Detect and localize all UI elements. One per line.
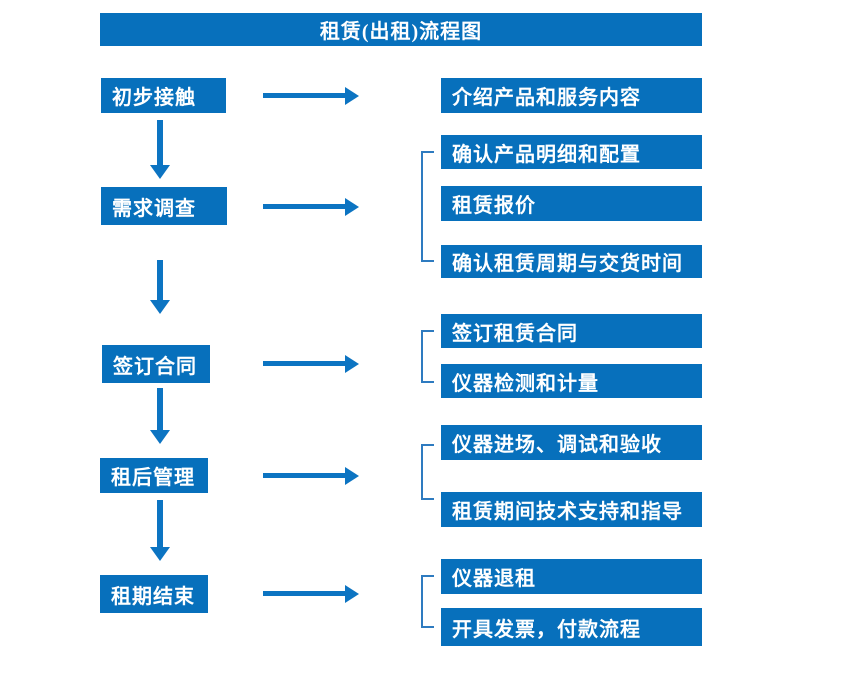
arrow-down-4 xyxy=(157,500,163,547)
bracket-rental-end-group xyxy=(421,575,434,628)
flowchart-title: 租赁(出租)流程图 xyxy=(100,13,702,46)
bracket-demand-survey-group xyxy=(421,151,434,262)
detail-box-instrument-setup-acceptance: 仪器进场、调试和验收 xyxy=(441,425,702,460)
arrow-right-2 xyxy=(263,204,345,209)
detail-box-confirm-product-details: 确认产品明细和配置 xyxy=(441,135,702,169)
arrow-right-1 xyxy=(263,93,345,98)
step-box-rental-end: 租期结束 xyxy=(100,575,208,613)
bracket-post-rental-group xyxy=(421,444,434,500)
bracket-sign-contract-group xyxy=(421,330,434,383)
arrow-right-4 xyxy=(263,473,345,478)
detail-box-introduce-products: 介绍产品和服务内容 xyxy=(441,78,702,113)
step-box-sign-contract: 签订合同 xyxy=(102,345,210,383)
detail-box-technical-support: 租赁期间技术支持和指导 xyxy=(441,492,702,527)
arrow-right-3 xyxy=(263,361,345,366)
arrow-right-5 xyxy=(263,591,345,596)
step-box-initial-contact: 初步接触 xyxy=(101,78,226,113)
detail-box-instrument-inspection: 仪器检测和计量 xyxy=(441,364,702,398)
arrow-down-2 xyxy=(157,260,163,300)
detail-box-instrument-return: 仪器退租 xyxy=(441,559,702,594)
detail-box-rental-quote: 租赁报价 xyxy=(441,186,702,221)
step-box-post-rental-management: 租后管理 xyxy=(100,458,208,493)
arrow-down-1 xyxy=(157,120,163,165)
detail-box-confirm-rental-period: 确认租赁周期与交货时间 xyxy=(441,245,702,278)
step-box-demand-survey: 需求调查 xyxy=(101,187,227,225)
detail-box-invoice-payment: 开具发票，付款流程 xyxy=(441,608,702,646)
detail-box-sign-rental-contract: 签订租赁合同 xyxy=(441,314,702,348)
arrow-down-3 xyxy=(157,388,163,430)
